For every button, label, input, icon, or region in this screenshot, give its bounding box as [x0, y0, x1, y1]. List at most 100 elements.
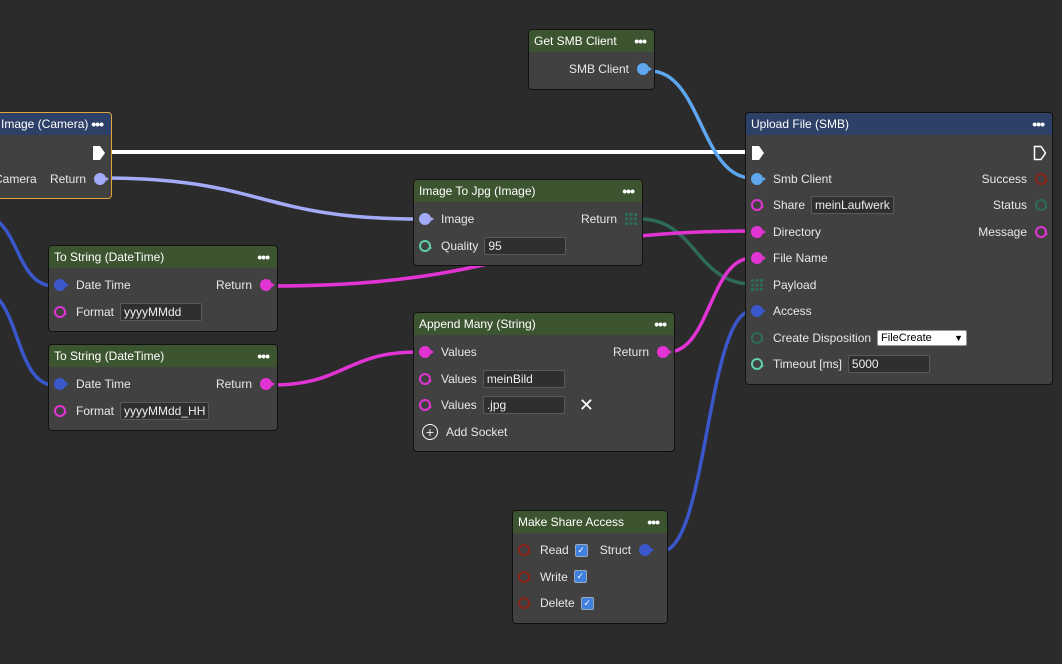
node-header[interactable]: Image (Camera)•••: [0, 113, 111, 135]
more-options-icon[interactable]: •••: [622, 183, 635, 199]
hollow-socket-icon[interactable]: [419, 399, 432, 412]
socket-row: [0, 139, 111, 166]
socket-label: Image: [441, 212, 475, 227]
filled-socket-icon[interactable]: [419, 346, 434, 359]
exec-out-socket-icon[interactable]: [1033, 145, 1047, 161]
hollow-socket-icon[interactable]: [518, 597, 531, 610]
hollow-socket-icon[interactable]: [1035, 225, 1048, 238]
checkbox[interactable]: ✓: [580, 596, 594, 610]
filled-socket-icon[interactable]: [260, 378, 275, 391]
output-side: [1033, 145, 1052, 161]
value-input[interactable]: yyyyMMdd: [120, 302, 203, 321]
node-header[interactable]: Make Share Access•••: [513, 511, 667, 533]
socket-row: [746, 139, 1052, 166]
node-header[interactable]: Append Many (String)•••: [414, 313, 674, 335]
value-input[interactable]: meinBild: [482, 369, 565, 388]
node-header[interactable]: To String (DateTime)•••: [49, 345, 277, 367]
node-header[interactable]: Upload File (SMB) •••: [746, 113, 1052, 135]
more-options-icon[interactable]: •••: [257, 348, 270, 364]
node-title: Upload File (SMB): [751, 117, 850, 131]
grid-socket-icon[interactable]: [751, 278, 763, 291]
socket-label: Payload: [773, 277, 817, 292]
socket-label: Values: [441, 345, 477, 360]
hollow-socket-icon[interactable]: [518, 570, 531, 583]
socket-label: Share: [773, 198, 806, 213]
filled-socket-icon[interactable]: [94, 172, 109, 185]
socket-row: Delete✓: [513, 590, 667, 617]
node-header[interactable]: Image To Jpg (Image)•••: [414, 180, 642, 202]
filled-socket-icon[interactable]: [639, 544, 655, 557]
hollow-socket-icon[interactable]: [518, 544, 531, 557]
add-socket-button[interactable]: +Add Socket: [414, 423, 507, 440]
hollow-socket-icon[interactable]: [751, 331, 764, 344]
more-options-icon[interactable]: •••: [257, 249, 270, 265]
filled-socket-icon[interactable]: [751, 225, 766, 238]
filled-socket-icon[interactable]: [54, 279, 69, 292]
socket-label: Struct: [599, 543, 632, 558]
remove-socket-icon[interactable]: ✕: [578, 394, 594, 415]
input-side: Date Time: [49, 377, 137, 391]
grid-socket-icon[interactable]: [625, 213, 637, 226]
filled-socket-icon[interactable]: [260, 279, 275, 292]
input-side: Timeout [ms]5000: [746, 355, 930, 374]
select-value: FileCreate: [881, 331, 932, 344]
datetime-wire-1: [0, 221, 55, 288]
more-options-icon[interactable]: •••: [647, 514, 660, 530]
filled-socket-icon[interactable]: [637, 63, 652, 76]
filled-socket-icon[interactable]: [751, 305, 766, 318]
hollow-socket-icon[interactable]: [1035, 172, 1048, 185]
exec-socket-icon[interactable]: [751, 145, 765, 161]
exec-socket-icon[interactable]: [92, 145, 106, 161]
input-side: Access: [746, 304, 818, 318]
value-input[interactable]: yyyyMMdd_HH: [120, 401, 210, 420]
node-body: CameraReturn: [0, 135, 111, 198]
more-options-icon[interactable]: •••: [654, 316, 667, 332]
hollow-socket-icon[interactable]: [1035, 199, 1048, 212]
more-options-icon[interactable]: •••: [91, 116, 104, 132]
value-input[interactable]: .jpg: [482, 396, 565, 415]
hollow-socket-icon[interactable]: [419, 372, 432, 385]
hollow-socket-icon[interactable]: [54, 305, 67, 318]
filled-socket-icon[interactable]: [751, 172, 766, 185]
checkbox[interactable]: ✓: [573, 570, 587, 584]
filled-socket-icon[interactable]: [657, 346, 672, 359]
socket-label: Date Time: [76, 278, 131, 293]
socket-row: File Name: [746, 245, 1052, 272]
filled-socket-icon[interactable]: [419, 213, 434, 226]
hollow-socket-icon[interactable]: [54, 404, 67, 417]
more-options-icon[interactable]: •••: [1032, 116, 1045, 132]
node-camera[interactable]: Image (Camera)•••CameraReturn: [0, 112, 112, 199]
input-side: Smb Client: [746, 172, 838, 186]
node-header[interactable]: To String (DateTime) •••: [49, 246, 277, 268]
filled-socket-icon[interactable]: [54, 378, 69, 391]
node-title: To String (DateTime): [54, 250, 165, 264]
filled-socket-icon[interactable]: [751, 252, 766, 265]
value-input[interactable]: 95: [484, 236, 567, 255]
more-options-icon[interactable]: •••: [634, 33, 647, 49]
checkbox[interactable]: ✓: [574, 543, 588, 557]
socket-row: Payload: [746, 272, 1052, 299]
hollow-socket-icon[interactable]: [751, 199, 764, 212]
node-header[interactable]: Get SMB Client•••: [529, 30, 654, 52]
hollow-socket-icon[interactable]: [419, 239, 432, 252]
value-input[interactable]: meinLaufwerk: [811, 196, 894, 215]
input-side: Write✓: [513, 570, 587, 584]
node-smb[interactable]: Get SMB Client•••SMB Client: [528, 29, 655, 90]
hollow-socket-icon[interactable]: [751, 358, 764, 371]
value-input[interactable]: 5000: [847, 355, 930, 374]
create-disposition-select[interactable]: FileCreate▼: [877, 329, 968, 346]
